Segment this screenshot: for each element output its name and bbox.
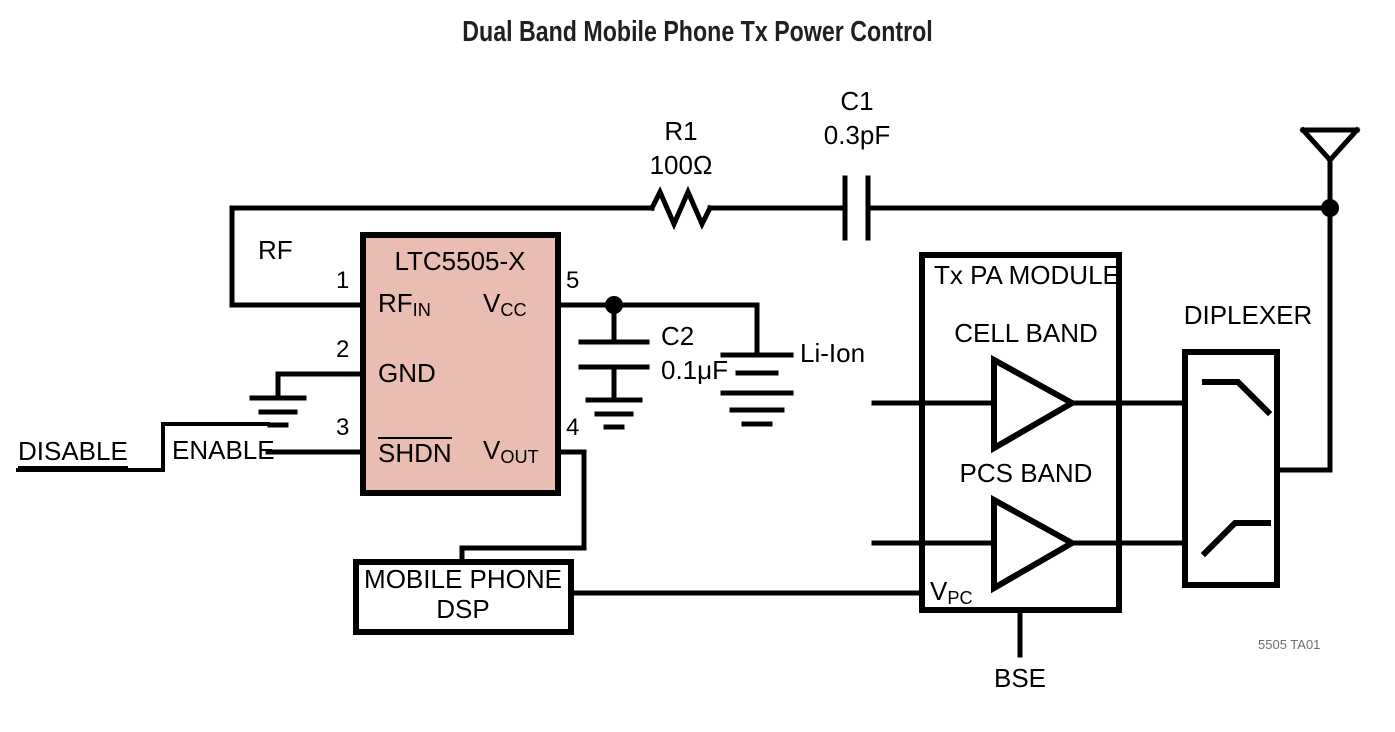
diplexer-block [1182,349,1280,588]
pin-number-4: 4 [566,414,580,441]
rf-input-label: RF [258,235,293,265]
dsp-title-line2: DSP [436,594,490,624]
pcs-band-label: PCS BAND [959,458,1093,488]
pin-label-rfin: RFIN [378,290,431,319]
capacitor-c2-value: 0.1μF [661,355,729,385]
ic-part-number: LTC5505-X [394,246,526,276]
dsp-block [353,559,574,635]
cell-band-label: CELL BAND [954,318,1098,348]
pin-label-shdn-text: SHDN [378,437,452,468]
resistor-r1-value: 100Ω [649,150,713,180]
dsp-title-line1: MOBILE PHONE [364,564,562,594]
figure-reference: 5505 TA01 [1258,637,1321,652]
pin-label-vout-text: V [483,435,501,465]
pin-label-vcc-sub: CC [500,300,527,320]
pa-module-title: Tx PA MODULE [934,260,1120,290]
pin-label-vcc: VCC [483,290,527,319]
pin-number-2: 2 [336,336,350,363]
pin-number-3: 3 [336,414,350,441]
highpass-response-curve [1200,520,1271,558]
pin-number-5: 5 [566,267,580,294]
bse-label: BSE [993,663,1047,693]
pin-number-1: 1 [336,267,350,294]
resistor-r1-symbol [648,185,714,231]
vpc-label: VPC [930,578,973,607]
vpc-sub: PC [947,588,973,608]
vpc-text: V [930,576,948,606]
capacitor-c2-ref: C2 [661,321,695,351]
pin-label-vcc-text: V [483,288,501,318]
pin-label-vout: VOUT [483,437,539,466]
pin-label-rfin-text: RF [378,288,413,318]
lowpass-response-curve [1202,379,1273,417]
diplexer-title: DIPLEXER [1183,300,1313,330]
pin-label-gnd: GND [378,358,436,388]
pin-label-vout-sub: OUT [500,447,539,467]
shdn-enable-text: ENABLE [172,435,275,465]
antenna-element-right [1326,126,1361,164]
shdn-disable-label: DISABLE [18,436,128,469]
resistor-r1-ref: R1 [664,116,698,146]
pin-label-shdn: SHDN [378,437,452,467]
battery-label: Li-Ion [800,338,866,368]
figure-title: Dual Band Mobile Phone Tx Power Control [462,16,933,48]
shdn-disable-text: DISABLE [18,436,128,469]
capacitor-c1-value: 0.3pF [823,120,891,150]
pin-label-rfin-sub: IN [412,300,431,320]
ic-body [360,232,561,496]
antenna-element-left [1299,126,1334,164]
shdn-enable-label: ENABLE [172,437,275,463]
capacitor-c1-ref: C1 [840,86,874,116]
